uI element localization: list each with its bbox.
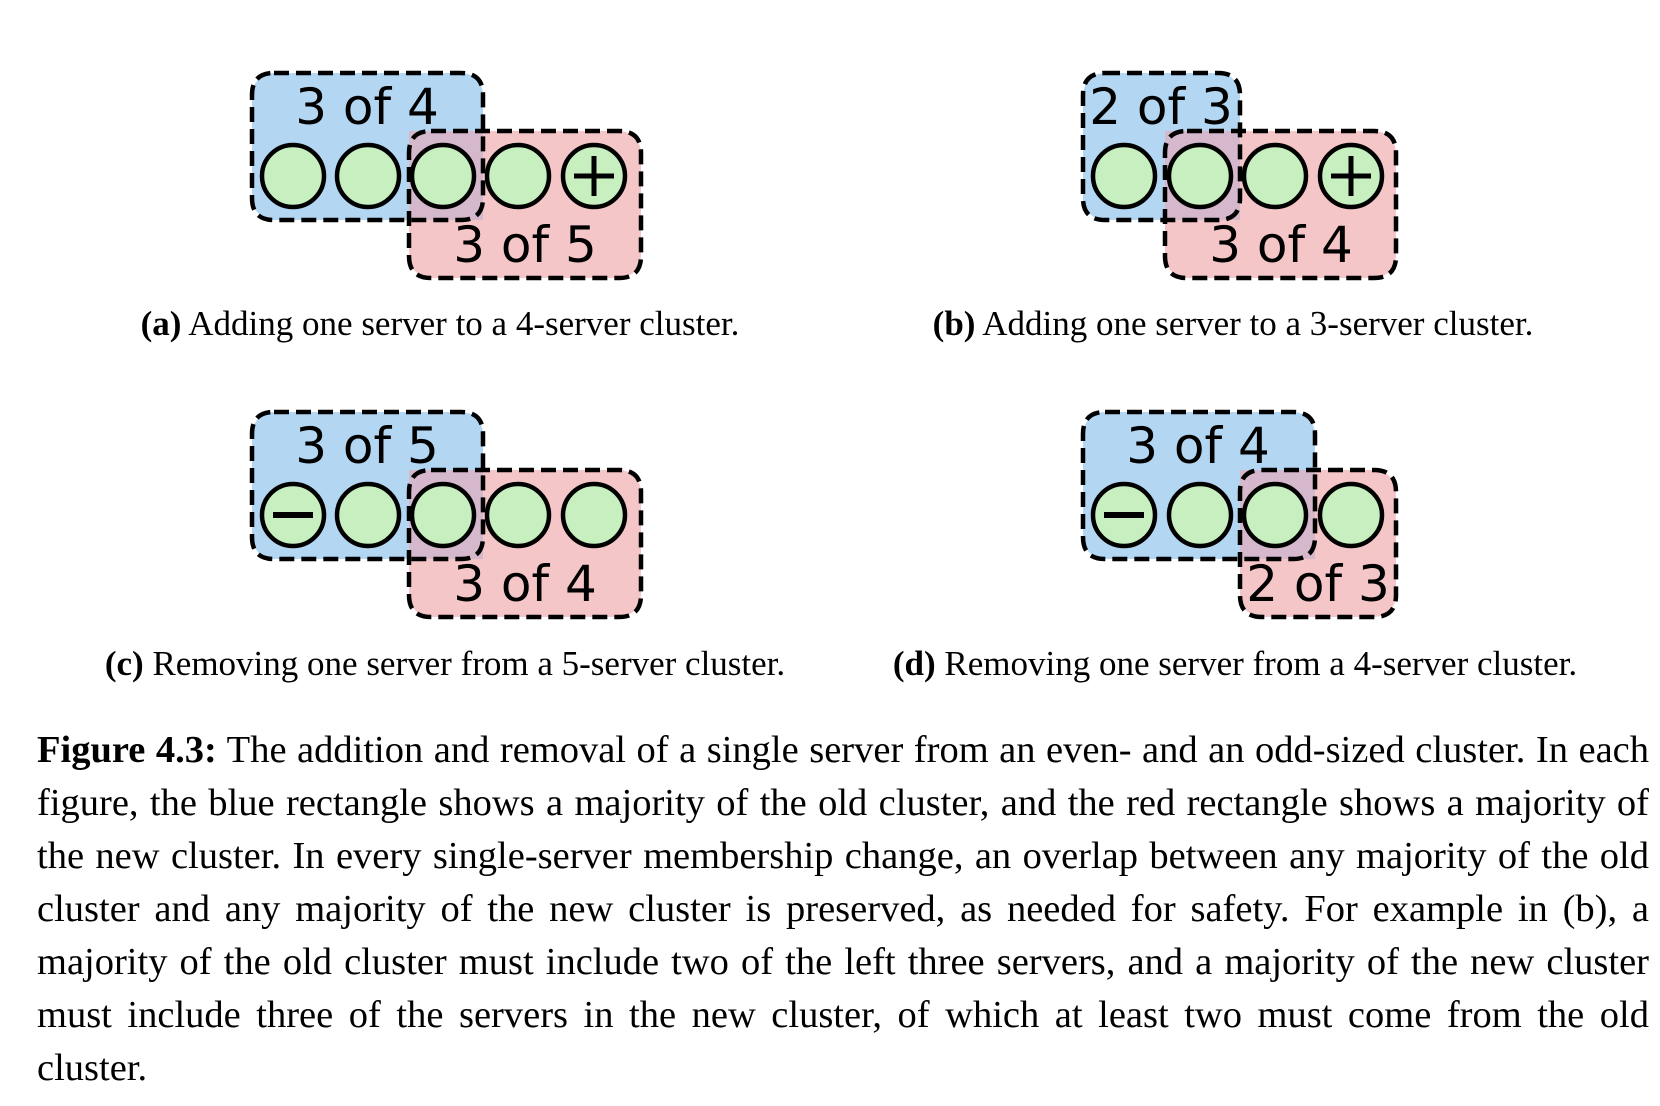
panel-d: 3 of 4 2 of 3 (d) Removing one server fr… (893, 409, 1577, 683)
new-majority-label: 3 of 4 (1209, 216, 1353, 274)
new-majority-label: 3 of 4 (453, 555, 597, 613)
panel-caption: (b) Adding one server to a 3-server clus… (933, 304, 1534, 343)
figure-label: Figure 4.3: (37, 729, 217, 771)
removed-server-node (259, 481, 327, 549)
server-list (259, 481, 628, 549)
old-cluster-outline (249, 70, 486, 223)
server-list (1090, 481, 1385, 549)
added-server-node (560, 142, 628, 210)
old-majority-label: 2 of 3 (1089, 78, 1233, 136)
figure-text: The addition and removal of a single ser… (37, 729, 1649, 1089)
plus-icon (1331, 156, 1371, 196)
server-list (1090, 142, 1385, 210)
server-node (560, 481, 628, 549)
old-cluster-outline (1080, 70, 1243, 223)
old-majority-label: 3 of 4 (1126, 417, 1270, 475)
new-majority-label: 3 of 5 (453, 216, 597, 274)
server-node (1317, 481, 1385, 549)
panel-b: 2 of 3 3 of 4 (b) Adding one server to a… (933, 70, 1534, 343)
server-node (484, 142, 552, 210)
server-node (1241, 481, 1309, 549)
old-majority-label: 3 of 4 (295, 78, 439, 136)
old-cluster-outline (249, 409, 486, 562)
server-node (409, 142, 477, 210)
old-majority-label: 3 of 5 (295, 417, 439, 475)
server-list (259, 142, 628, 210)
removed-server-node (1090, 481, 1158, 549)
figure-caption: Figure 4.3: The addition and removal of … (37, 724, 1649, 1095)
panel-caption: (a) Adding one server to a 4-server clus… (141, 304, 740, 343)
added-server-node (1317, 142, 1385, 210)
panel-caption: (c) Removing one server from a 5-server … (105, 644, 785, 683)
new-majority-label: 2 of 3 (1246, 555, 1390, 613)
server-node (409, 481, 477, 549)
old-cluster-outline (1080, 409, 1318, 562)
new-cluster-outline (406, 128, 644, 281)
server-node (1241, 142, 1309, 210)
server-node (1166, 142, 1234, 210)
server-node (1090, 142, 1158, 210)
new-cluster-outline (406, 467, 644, 620)
server-node (334, 481, 402, 549)
new-cluster-outline (1237, 467, 1399, 620)
panel-caption: (d) Removing one server from a 4-server … (893, 644, 1577, 683)
server-node (259, 142, 327, 210)
panel-a: 3 of 4 3 of 5 (a) Adding one server to a… (141, 70, 740, 343)
server-node (1166, 481, 1234, 549)
new-cluster-outline (1162, 128, 1399, 281)
figure-diagrams: 3 of 4 3 of 5 (a) Adding one server to a… (105, 70, 1577, 683)
plus-icon (574, 156, 614, 196)
server-node (334, 142, 402, 210)
server-node (484, 481, 552, 549)
panel-c: 3 of 5 3 of 4 (c) Removing one server fr… (105, 409, 785, 683)
